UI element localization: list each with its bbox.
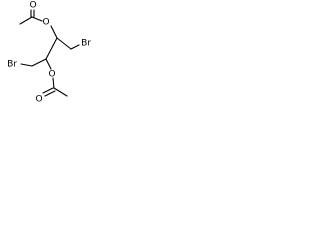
bond-o-carbonyl-c-bottom — [52, 77, 55, 89]
molecule-diagram: Br Br O O O O — [7, 1, 91, 105]
bond-c2-ch2br-top — [56, 37, 72, 50]
atom-o-carbonyl-top: O — [29, 1, 36, 11]
bond-ch2-br-left — [20, 63, 33, 67]
bond-carbonyl-c-methyl-bottom — [53, 87, 68, 97]
bond-ch2-br-top — [70, 44, 80, 50]
atom-o-ester-bottom: O — [48, 70, 55, 80]
atom-br-top: Br — [81, 39, 91, 49]
bond-c3-ch2br-left — [31, 58, 47, 67]
bond-c3-o-bottom — [45, 58, 52, 70]
atom-br-left: Br — [7, 60, 17, 70]
atom-o-carbonyl-bottom: O — [35, 95, 42, 105]
bond-c2-c3 — [45, 37, 58, 60]
bond-carbonyl-c-methyl-top — [19, 16, 33, 25]
bond-carbonyl-double-bottom-2 — [44, 90, 56, 97]
bond-o-carbonyl-c-top — [31, 16, 43, 22]
bond-carbonyl-double-bottom-1 — [42, 87, 54, 94]
atom-o-ester-top: O — [42, 18, 49, 28]
bond-c2-o-top — [50, 25, 58, 39]
